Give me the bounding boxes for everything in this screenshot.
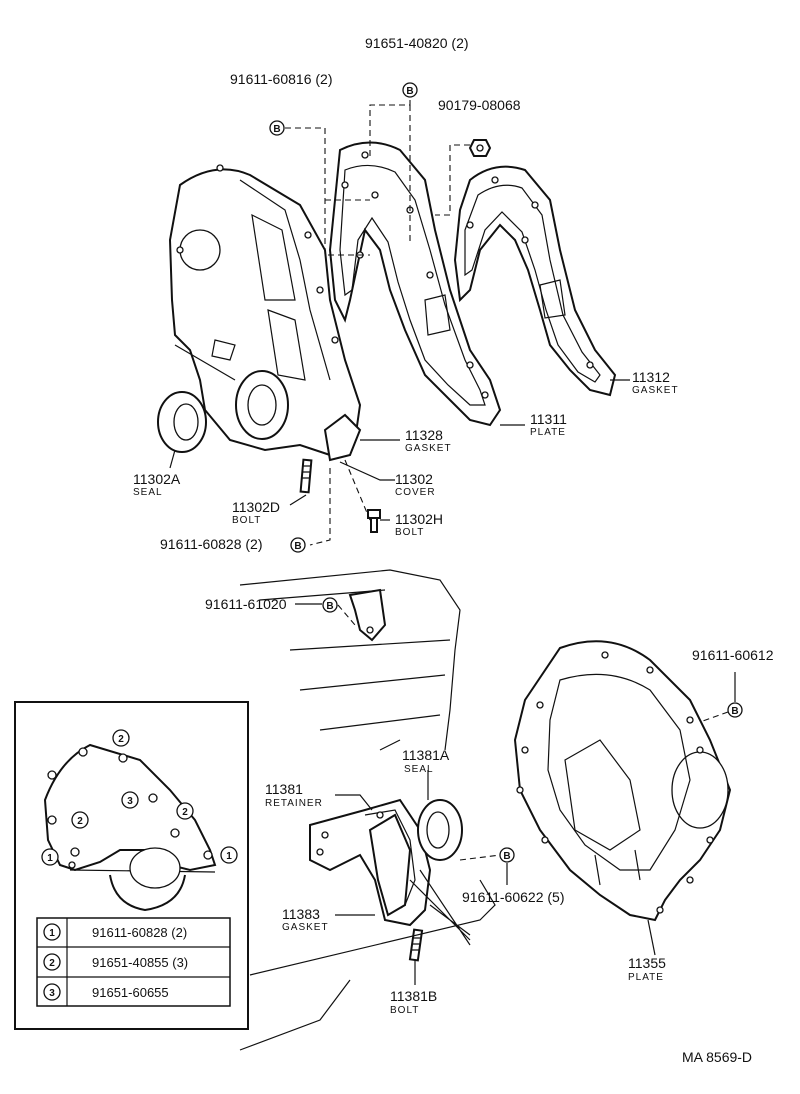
label-11302D: 11302D [232,499,280,515]
bolt-11302H [367,509,381,533]
label-11302-desc: COVER [395,487,436,498]
svg-text:B: B [503,851,510,862]
label-91611-60612: 91611-60612 [692,647,774,663]
svg-text:2: 2 [77,816,83,827]
label-91611-60816: 91611-60816 (2) [230,71,332,87]
label-11311: 11311 [530,411,567,427]
retainer-11381 [309,798,432,927]
svg-text:1: 1 [47,853,53,864]
label-91611-60828: 91611-60828 (2) [160,536,262,552]
plate-11311 [328,141,502,427]
label-11381: 11381 [265,781,303,797]
svg-text:3: 3 [127,796,133,807]
svg-text:B: B [294,541,301,552]
assembly-lines-upper [285,90,470,546]
table-part-2: 91651-40855 (3) [92,955,188,970]
label-11381-desc: RETAINER [265,798,323,809]
label-11383-desc: GASKET [282,922,329,933]
timing-cover [168,164,362,457]
inset-marker-2b: 2 [71,811,89,829]
label-91611-60622: 91611-60622 (5) [462,889,564,905]
inset-marker-1a: 1 [41,848,59,866]
label-11311-desc: PLATE [530,427,566,438]
seal-11302A [157,391,207,453]
diagram-code: MA 8569-D [682,1049,752,1065]
label-11302A: 11302A [133,471,181,487]
svg-text:B: B [273,124,280,135]
bracket-91611-61020 [337,588,387,642]
inset-table: 1 91611-60828 (2) 2 91651-40855 (3) 3 91… [36,917,231,1007]
label-11381B-desc: BOLT [390,1005,419,1016]
inset-marker-1b: 1 [220,846,238,864]
svg-text:B: B [731,706,738,717]
label-11355-desc: PLATE [628,972,664,983]
leader-lines-upper [169,379,630,521]
label-11381B: 11381B [390,988,437,1004]
label-11302D-desc: BOLT [232,515,261,526]
gasket-11312 [453,165,617,397]
svg-text:2: 2 [182,807,188,818]
svg-text:1: 1 [226,851,232,862]
label-11355: 11355 [628,955,666,971]
label-91611-61020: 91611-61020 [205,596,287,612]
label-11302H-desc: BOLT [395,527,424,538]
table-part-3: 91651-60655 [92,985,169,1000]
label-11302H: 11302H [395,511,443,527]
label-11381A-desc: SEAL [404,764,434,775]
label-11302: 11302 [395,471,433,487]
table-part-1: 91611-60828 (2) [92,925,187,940]
plate-11355 [513,640,732,922]
table-key-3: 3 [49,988,55,999]
engine-block-outline [239,569,461,751]
svg-text:B: B [406,86,413,97]
b-marker-60816: B [269,120,285,136]
nut-90179-08068 [468,139,492,157]
label-91651-40820: 91651-40820 (2) [365,35,469,51]
assembly-lines-lower [239,854,501,1051]
gasket-11383 [368,813,412,917]
label-90179-08068: 90179-08068 [438,97,521,113]
label-11381A: 11381A [402,747,450,763]
inset-marker-3: 3 [121,791,139,809]
b-marker-60612: B [727,702,743,718]
b-marker-60828: B [290,537,306,553]
svg-text:B: B [326,601,333,612]
bolt-11381B [408,928,424,962]
label-11328: 11328 [405,427,443,443]
b-marker-61020: B [322,597,338,613]
label-11312: 11312 [632,369,670,385]
table-key-2: 2 [49,958,55,969]
b-marker-40820: B [402,82,418,98]
b-marker-60622: B [499,847,515,863]
label-11312-desc: GASKET [632,385,679,396]
bolt-11302D [299,458,313,494]
label-11383: 11383 [282,906,320,922]
seal-11381A [417,799,463,861]
inset-marker-2c: 2 [176,802,194,820]
gasket-11328 [323,413,362,462]
label-11328-desc: GASKET [405,443,452,454]
inset-marker-2a: 2 [112,729,130,747]
table-key-1: 1 [49,928,55,939]
svg-text:2: 2 [118,734,124,745]
label-11302A-desc: SEAL [133,487,163,498]
